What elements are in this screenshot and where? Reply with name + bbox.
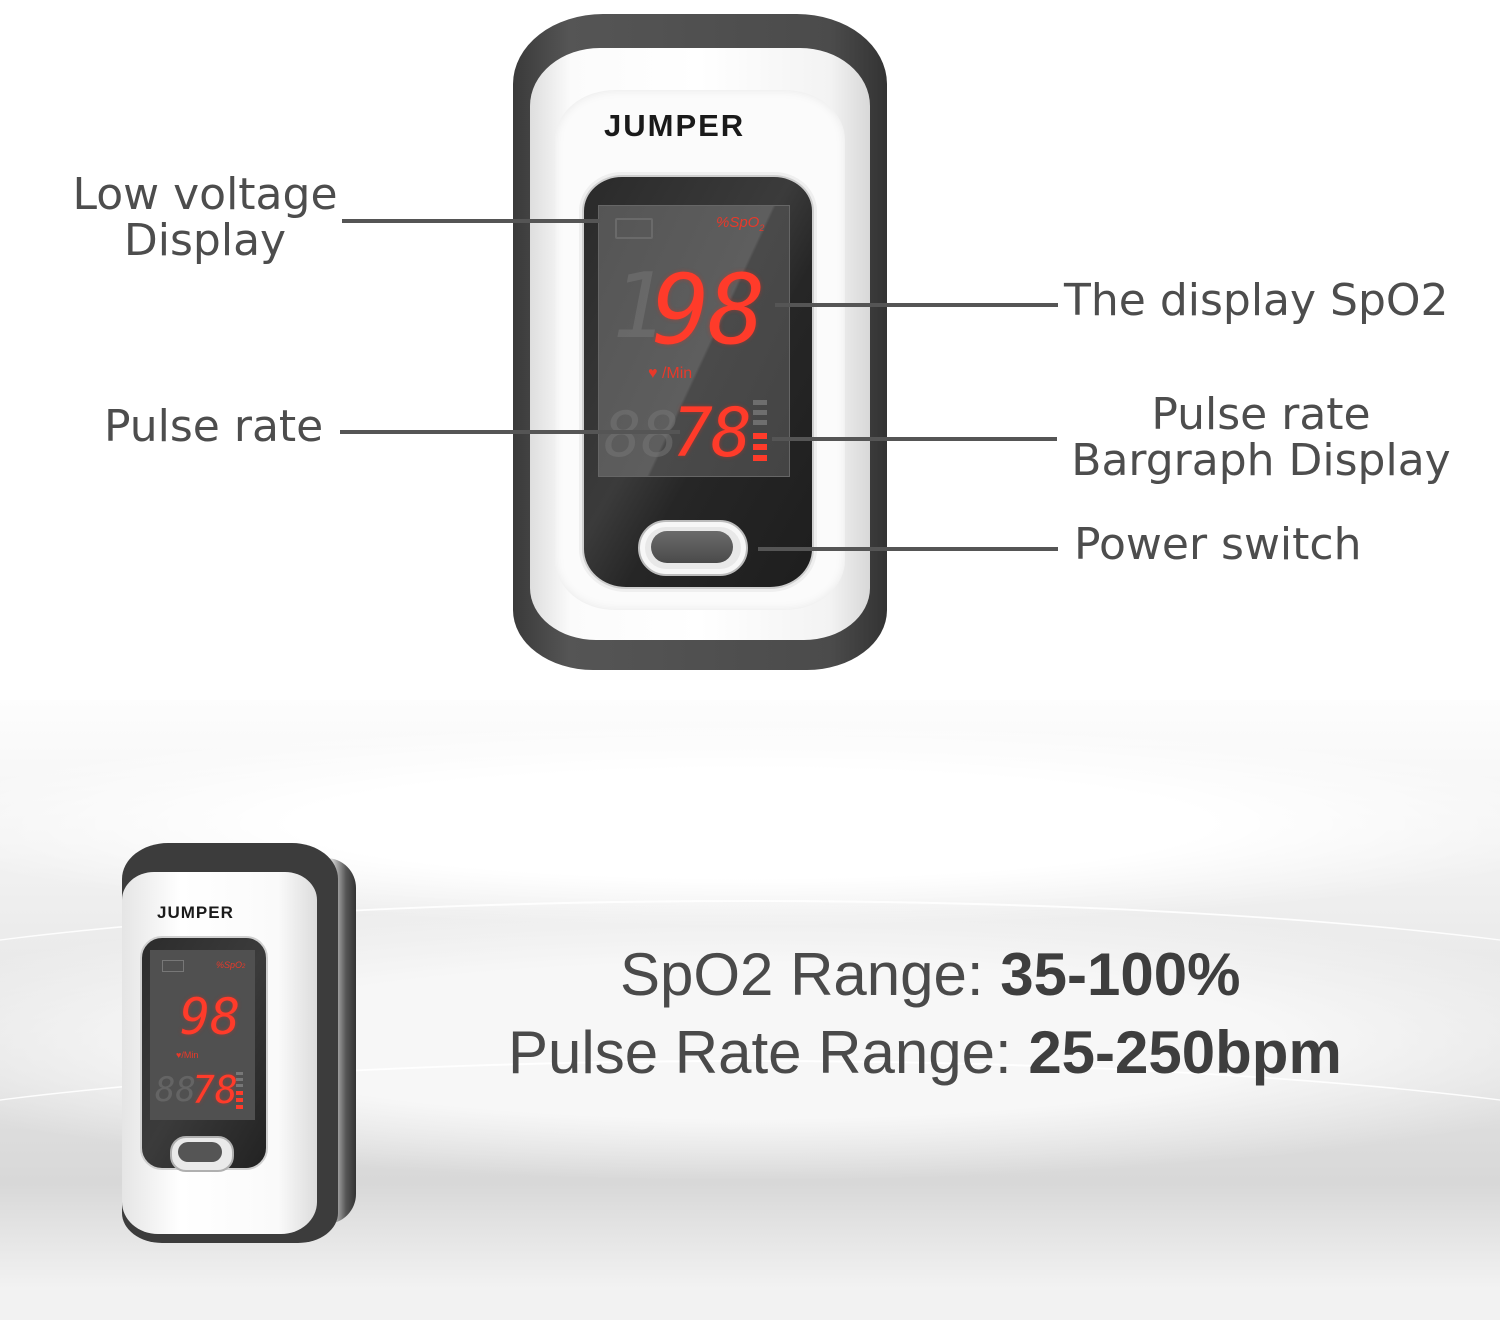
pulse-unit-text: /Min (661, 365, 693, 382)
label-power-switch: Power switch (1074, 519, 1362, 570)
callout-line-pulse-rate (340, 430, 680, 434)
small-brand-logo: JUMPER (157, 903, 234, 922)
bargraph-bar-inactive (753, 410, 767, 415)
pulse-bargraph (753, 400, 767, 468)
spo2-range-label: SpO2 Range: (620, 941, 1001, 1008)
bargraph-bar-active (753, 455, 767, 461)
small-spo2-value: 98 (180, 988, 241, 1046)
spo2-range: SpO2 Range: 35-100% (620, 940, 1240, 1009)
small-pulse-unit-text: /Min (181, 1050, 199, 1060)
small-pulse-value: 78 (192, 1068, 238, 1112)
bargraph-bar-inactive (753, 400, 767, 405)
brand-logo: JUMPER (604, 108, 746, 143)
callout-line-bargraph (772, 437, 1057, 441)
label-low-voltage: Low voltage Display (70, 172, 340, 264)
spo2-unit-text: %SpO (716, 214, 760, 231)
bargraph-bar-active (753, 433, 767, 439)
pulse-range-value: 25-250bpm (1028, 1019, 1342, 1086)
pulse-range-label: Pulse Rate Range: (508, 1019, 1029, 1086)
bargraph-bar-inactive (753, 420, 767, 425)
small-bargraph-bar-active (236, 1105, 243, 1109)
label-bargraph: Pulse rate Bargraph Display (1066, 392, 1456, 484)
small-pulse-ghost-digits: 88 (155, 1070, 196, 1110)
small-bargraph-bar-inactive (236, 1084, 243, 1087)
small-battery-icon (162, 960, 184, 972)
small-pulse-unit-label: ♥/Min (176, 1050, 198, 1060)
pulse-value: 78 (672, 394, 752, 473)
spo2-unit-subscript: 2 (759, 223, 765, 233)
small-heart-icon: ♥ (176, 1050, 182, 1060)
small-bargraph-bar-inactive (236, 1072, 243, 1075)
spo2-value: 98 (652, 254, 766, 366)
small-power-switch-cap[interactable] (178, 1142, 222, 1162)
label-bargraph-line1: Pulse rate (1151, 389, 1371, 440)
label-pulse-rate: Pulse rate (104, 401, 324, 452)
small-bargraph-bar-active (236, 1098, 243, 1102)
label-low-voltage-line1: Low voltage (72, 169, 338, 220)
bargraph-bar-active (753, 444, 767, 450)
label-low-voltage-line2: Display (123, 215, 287, 266)
background-arc (0, 1060, 1500, 1322)
pulse-unit-label: ♥ /Min (648, 365, 692, 383)
spo2-unit-label: %SpO2 (716, 214, 764, 233)
small-spo2-unit-label: %SpO2 (216, 960, 245, 970)
battery-icon (615, 218, 653, 239)
label-bargraph-line2: Bargraph Display (1071, 435, 1451, 486)
spo2-ghost-digit: 1 (612, 254, 667, 359)
small-bargraph-bar-active (236, 1091, 243, 1095)
background-arc (0, 900, 1500, 1162)
callout-line-low-voltage (342, 219, 600, 223)
label-display-spo2: The display SpO2 (1064, 275, 1449, 326)
pulse-ghost-digits: 88 (604, 398, 679, 471)
pulse-range: Pulse Rate Range: 25-250bpm (508, 1018, 1342, 1087)
spo2-range-value: 35-100% (1000, 941, 1241, 1008)
heart-icon: ♥ (648, 365, 658, 382)
small-bargraph-bar-inactive (236, 1078, 243, 1081)
small-spo2-unit-text: %SpO (216, 960, 243, 970)
power-switch-cap[interactable] (651, 531, 733, 563)
callout-line-spo2 (775, 303, 1058, 307)
small-spo2-unit-subscript: 2 (242, 964, 246, 970)
small-pulse-bargraph (236, 1072, 243, 1109)
callout-line-power (758, 547, 1058, 551)
